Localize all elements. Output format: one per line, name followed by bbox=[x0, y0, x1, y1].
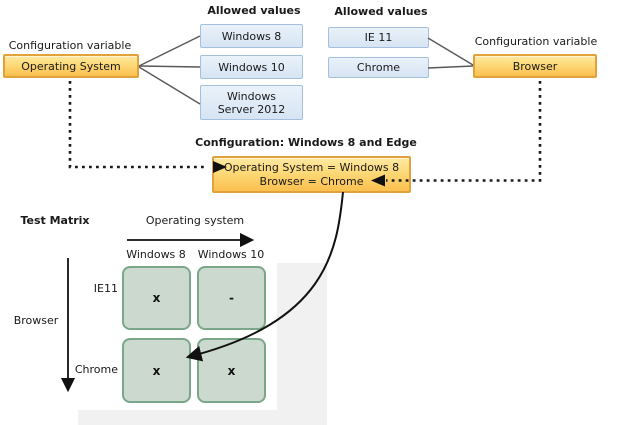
x-axis-label: Operating system bbox=[145, 214, 245, 227]
line-ie11-to-browser bbox=[427, 37, 474, 66]
os-value-windowsserver2012-label: Windows Server 2012 bbox=[217, 89, 286, 116]
browser-value-ie11: IE 11 bbox=[328, 27, 429, 48]
browser-value-chrome-label: Chrome bbox=[356, 61, 401, 74]
os-value-windows8: Windows 8 bbox=[200, 24, 303, 48]
configuration-box: Operating System = Windows 8 Browser = C… bbox=[212, 156, 411, 193]
matrix-cell-chrome-windows10: x bbox=[197, 338, 266, 403]
browser-variable-box: Browser bbox=[473, 54, 597, 78]
configuration-line-browser: Browser = Chrome bbox=[259, 175, 364, 188]
cell-value: x bbox=[152, 291, 161, 305]
allowed-values-title-browser: Allowed values bbox=[334, 5, 428, 18]
os-value-windows10-label: Windows 10 bbox=[218, 60, 285, 74]
cell-value: - bbox=[229, 291, 234, 305]
os-value-windows10: Windows 10 bbox=[200, 55, 303, 79]
line-os-to-windows8 bbox=[138, 35, 201, 67]
matrix-cell-ie11-windows8: x bbox=[122, 266, 191, 330]
cell-value: x bbox=[227, 363, 236, 378]
os-value-windows8-label: Windows 8 bbox=[221, 29, 282, 43]
config-variable-label-browser: Configuration variable bbox=[474, 35, 598, 48]
row-label-ie11: IE11 bbox=[93, 282, 118, 295]
os-value-windowsserver2012: Windows Server 2012 bbox=[200, 85, 303, 120]
line-chrome-to-browser bbox=[427, 65, 474, 69]
browser-variable-name: Browser bbox=[512, 59, 558, 73]
line-os-to-windowsserver bbox=[138, 66, 201, 105]
configuration-title: Configuration: Windows 8 and Edge bbox=[195, 136, 417, 149]
y-axis-label: Browser bbox=[13, 314, 59, 327]
line-os-to-windows10 bbox=[138, 65, 201, 68]
config-variable-label-os: Configuration variable bbox=[8, 39, 132, 52]
column-header-windows10: Windows 10 bbox=[197, 248, 265, 261]
allowed-values-title-os: Allowed values bbox=[207, 4, 301, 17]
matrix-cell-ie11-windows10: - bbox=[197, 266, 266, 330]
test-matrix-title: Test Matrix bbox=[20, 214, 90, 227]
dotted-arrow-os-to-config bbox=[68, 81, 206, 169]
column-header-windows8: Windows 8 bbox=[126, 248, 186, 261]
browser-value-ie11-label: IE 11 bbox=[364, 31, 393, 44]
matrix-cell-chrome-windows8: x bbox=[122, 338, 191, 403]
os-variable-box: Operating System bbox=[3, 54, 139, 78]
row-label-chrome: Chrome bbox=[74, 363, 118, 376]
browser-value-chrome: Chrome bbox=[328, 57, 429, 78]
cell-value: x bbox=[152, 363, 161, 378]
os-variable-name: Operating System bbox=[21, 59, 121, 73]
configuration-line-os: Operating System = Windows 8 bbox=[223, 161, 400, 174]
